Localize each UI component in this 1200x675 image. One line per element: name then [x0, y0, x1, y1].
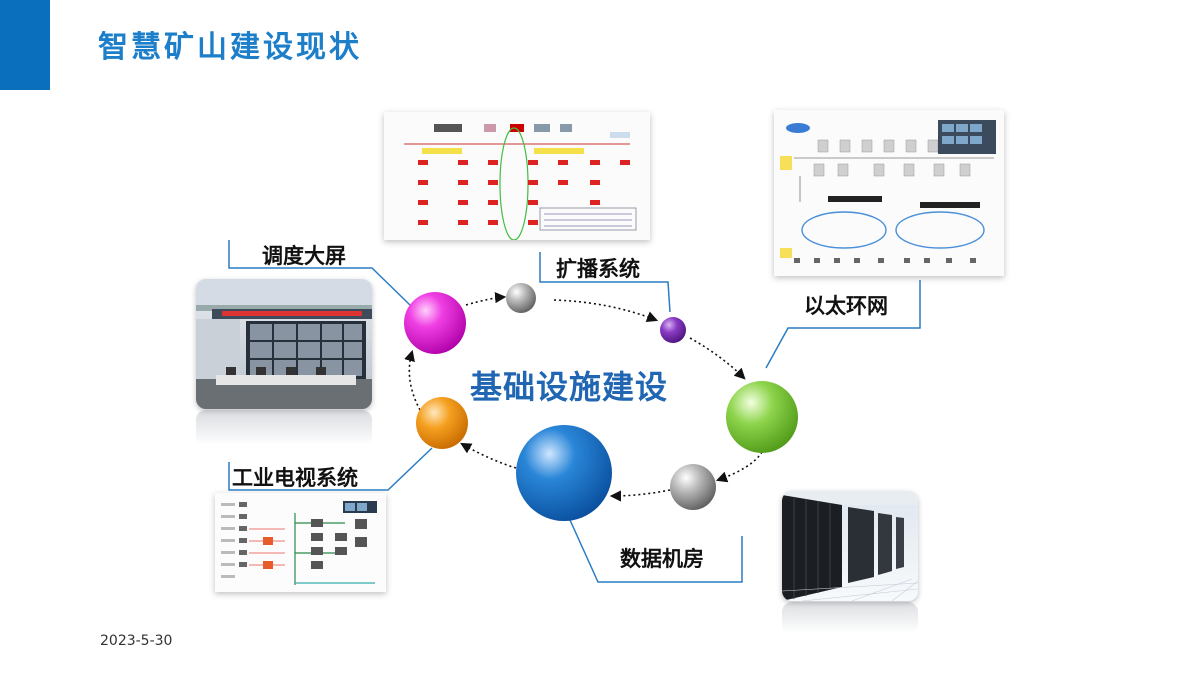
- arrow-green-to-gray: [715, 451, 763, 483]
- ethernet-network-image: [774, 110, 1004, 276]
- label-dispatch-screen: 调度大屏: [262, 244, 346, 268]
- callout-line-broadcast: [539, 252, 671, 313]
- server-room-photo: [782, 491, 918, 601]
- label-industrial-tv: 工业电视系统: [232, 466, 358, 490]
- callout-line-industrial-tv: [228, 447, 433, 491]
- blue-sphere: [516, 425, 612, 521]
- label-data-center: 数据机房: [620, 547, 704, 571]
- arrow-purple-to-green: [689, 337, 746, 380]
- center-label: 基础设施建设: [470, 368, 669, 406]
- callout-line-ethernet: [765, 280, 921, 369]
- label-broadcast-system: 扩播系统: [556, 257, 640, 281]
- arrow-gray-to-blue: [609, 489, 671, 502]
- arrow-blue-to-orange: [460, 442, 517, 469]
- industrial-tv-diagram-image: [215, 493, 386, 592]
- page-title: 智慧矿山建设现状: [98, 30, 362, 65]
- header-accent-bar: [0, 0, 50, 90]
- label-ethernet-ring: 以太环网: [804, 294, 888, 318]
- purple-sphere: [660, 317, 686, 343]
- gray-sphere-top: [506, 283, 536, 313]
- server-room-photo-reflection: [782, 602, 918, 634]
- green-sphere: [726, 381, 798, 453]
- orange-sphere: [416, 397, 468, 449]
- gray-sphere-bottom: [670, 464, 716, 510]
- callout-line-data-center: [569, 519, 743, 583]
- broadcast-diagram-image: [384, 112, 650, 240]
- magenta-sphere: [404, 292, 466, 354]
- arrow-gray-to-purple: [553, 299, 659, 322]
- callout-line-dispatch: [228, 240, 411, 306]
- footer-date: 2023-5-30: [100, 633, 173, 649]
- arrow-orange-to-magenta: [404, 349, 421, 411]
- dispatch-room-photo-reflection: [196, 410, 372, 446]
- arrow-magenta-to-gray: [465, 292, 507, 306]
- dispatch-room-photo: [196, 279, 372, 409]
